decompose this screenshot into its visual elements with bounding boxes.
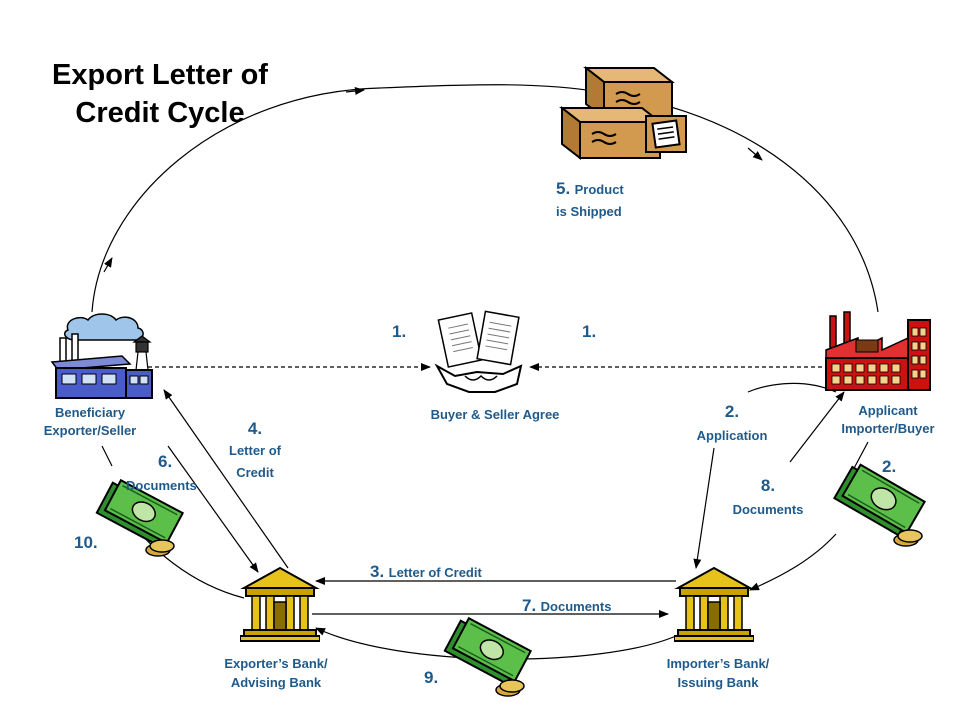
shipment-arc	[91, 84, 879, 313]
importers-bank-icon	[674, 566, 754, 642]
step4-text-line2: Credit	[236, 465, 274, 480]
shipment-arrow-left	[103, 257, 113, 273]
beneficiary-label-line1: Beneficiary	[54, 405, 126, 420]
step1-right-number: 1.	[582, 322, 597, 341]
handshake-icon	[434, 310, 523, 393]
money-stack-icon-step2	[832, 463, 927, 547]
step2-money-arc	[749, 533, 837, 591]
step3-text: Letter of Credit	[388, 565, 482, 580]
step2-money-line	[851, 441, 869, 473]
step2-application-line	[693, 447, 715, 569]
page-title-line1: Export Letter of	[52, 59, 268, 91]
beneficiary-factory-icon	[50, 313, 153, 399]
step8-label: 8. Documents	[716, 474, 820, 522]
step9-number: 9.	[424, 668, 439, 687]
exporters-bank-label-line2: Advising Bank	[230, 675, 322, 690]
applicant-label: Applicant Importer/Buyer	[818, 402, 958, 438]
applicant-label-line1: Applicant	[858, 403, 918, 418]
money-stack-icon-step9	[443, 616, 532, 697]
step5-text-line2: is Shipped	[556, 204, 622, 219]
step8-text: Documents	[732, 502, 804, 517]
page-title: Export Letter of Credit Cycle	[20, 56, 300, 132]
step4-number: 4.	[247, 419, 263, 438]
step3-label: 3. Letter of Credit	[370, 562, 482, 582]
exporters-bank-label: Exporter’s Bank/ Advising Bank	[196, 654, 356, 692]
step4-arrow	[163, 389, 289, 569]
step10-line-top	[101, 445, 113, 467]
step2-money-number: 2.	[882, 457, 897, 476]
step3-number: 3.	[370, 562, 385, 581]
money-stack-icon-step10	[95, 478, 184, 557]
shipment-arrow-top	[345, 87, 365, 95]
step5-label: 5. Product is Shipped	[556, 178, 624, 223]
step7-number: 7.	[522, 596, 537, 615]
page-title-line2: Credit Cycle	[75, 97, 245, 129]
shipment-arrow-right	[747, 147, 763, 161]
beneficiary-label: Beneficiary Exporter/Seller	[20, 404, 160, 440]
step2-application-text: Application	[696, 428, 768, 443]
step8-number: 8.	[760, 476, 776, 495]
applicant-factory-icon	[825, 311, 931, 391]
importers-bank-label-line1: Importer’s Bank/	[666, 656, 770, 671]
step7-label: 7. Documents	[522, 596, 611, 616]
step4-label: 4. Letter of Credit	[214, 418, 296, 484]
applicant-label-line2: Importer/Buyer	[841, 421, 935, 436]
importers-bank-label: Importer’s Bank/ Issuing Bank	[638, 654, 798, 692]
step6-label: 6. Documents	[120, 450, 230, 498]
step6-text: Documents	[126, 478, 197, 493]
step5-text-line1: Product	[574, 182, 624, 197]
step7-text: Documents	[540, 599, 612, 614]
step6-number: 6.	[158, 452, 173, 471]
step6-arrow	[167, 445, 259, 573]
step2-application-label: 2. Application	[680, 400, 784, 448]
step10-number: 10.	[74, 533, 98, 552]
step5-number: 5.	[556, 179, 571, 198]
exporters-bank-icon	[240, 566, 320, 642]
importers-bank-label-line2: Issuing Bank	[677, 675, 759, 690]
beneficiary-label-line2: Exporter/Seller	[43, 423, 137, 438]
exporters-bank-label-line1: Exporter’s Bank/	[224, 656, 328, 671]
agreement-label: Buyer & Seller Agree	[430, 407, 560, 422]
shipping-boxes-icon	[559, 65, 687, 161]
step1-left-number: 1.	[392, 322, 407, 341]
step2-application-number: 2.	[724, 402, 740, 421]
step4-text-line1: Letter of	[229, 443, 281, 458]
step8-arrow	[789, 391, 845, 463]
